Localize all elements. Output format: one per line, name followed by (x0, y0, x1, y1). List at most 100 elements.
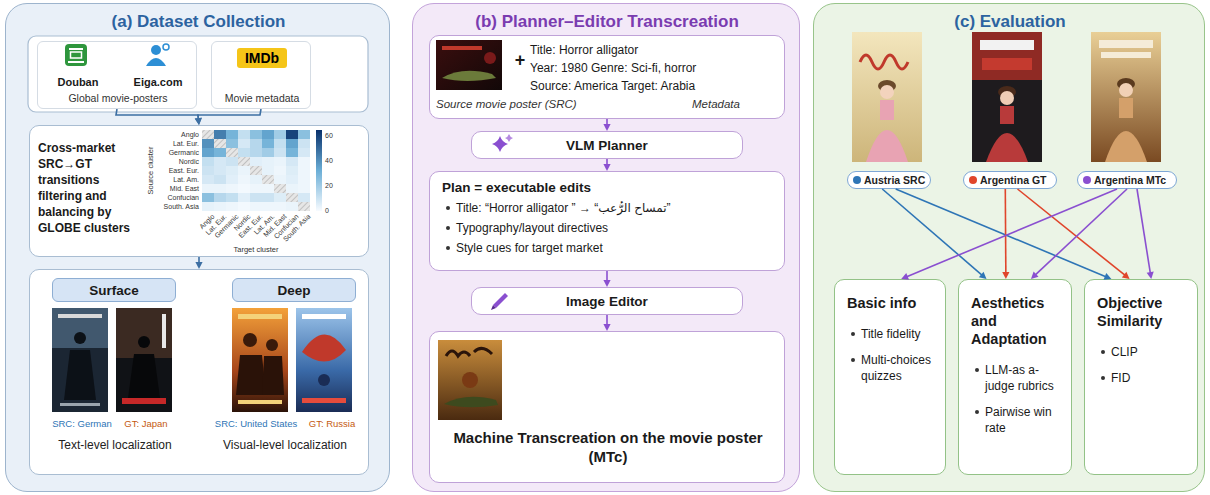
heatmap (250, 148, 262, 157)
connector-line (606, 315, 608, 325)
heatmap (286, 193, 298, 202)
node-text: Pairwise win rate (985, 404, 1061, 436)
axis-tick: Anglo (156, 130, 199, 139)
heatmap (286, 175, 298, 184)
heatmap (262, 184, 274, 193)
arrow-head (603, 324, 610, 331)
axis-tick: East. Eur. (156, 166, 199, 175)
connector-line (1004, 189, 1006, 273)
node-text: (b) Planner–Editor Transcreation (413, 11, 801, 33)
heatmap (250, 130, 262, 139)
node-text: Movie metadata (212, 92, 312, 104)
connector (1018, 189, 1130, 279)
heatmap (202, 175, 214, 184)
node-text: Multi-choices quizzes (861, 352, 935, 384)
heatmap (238, 139, 250, 148)
node-text: Title: “Horror alligator ” → “تمساح الرُ… (456, 200, 772, 216)
node-text: Surface (89, 283, 139, 298)
poster-german (52, 308, 108, 348)
heatmap (226, 175, 238, 184)
connector (603, 159, 610, 171)
poster-german (74, 332, 86, 344)
heatmap (250, 157, 262, 166)
axis-tick: Lat. Eur. (156, 139, 199, 148)
node-text: Eiga.com (118, 76, 198, 88)
connector-line (1035, 189, 1127, 275)
poster-argentina (980, 40, 1034, 50)
node-text: Objective Similarity (1097, 294, 1187, 330)
poster-german (52, 308, 108, 412)
plan-box: Plan = executable editsTitle: “Horror al… (429, 171, 785, 271)
heatmap (202, 130, 310, 211)
heatmap (262, 139, 274, 148)
process-box: Image Editor (471, 287, 743, 315)
poster-argentina (972, 32, 1042, 162)
heatmap (238, 130, 250, 139)
heatmap (274, 202, 286, 211)
poster-austria (880, 100, 894, 120)
poster-mtc (438, 340, 502, 420)
poster-tag: Argentina GT (963, 171, 1057, 189)
poster-mtc-eval (1091, 32, 1161, 162)
node-text: (c) Evaluation (814, 11, 1206, 33)
node-text: Austria SRC (864, 174, 925, 186)
node-text: FID (1111, 370, 1187, 386)
axis-tick: Lat. Am. (156, 175, 199, 184)
heatmap (262, 148, 274, 157)
heatmap (238, 166, 250, 175)
heatmap (286, 139, 298, 148)
process-box: VLM Planner (471, 131, 743, 159)
source-group: DoubanEiga.comGlobal movie-posters (37, 41, 197, 109)
arrow-head (195, 118, 202, 125)
poster-german (58, 314, 102, 318)
poster-us (266, 339, 278, 351)
heatmap (238, 184, 250, 193)
heatmap (274, 193, 286, 202)
connector (1137, 189, 1154, 279)
heatmap (214, 193, 226, 202)
pencil-icon (491, 305, 496, 310)
poster-mtc (444, 397, 498, 407)
douban-logo (68, 61, 84, 63)
sparkle-icon (492, 136, 508, 152)
poster-german (60, 403, 100, 406)
poster-austria (852, 32, 922, 162)
poster-source (436, 40, 502, 90)
poster-us (238, 400, 282, 404)
sparkle-icon (492, 134, 513, 152)
poster-us (238, 314, 282, 319)
poster-japan (116, 308, 172, 358)
connector (195, 109, 261, 125)
axis-title: Target cluster (216, 245, 296, 254)
sparkle-icon (505, 134, 513, 142)
connector-line (882, 189, 982, 275)
node-text: Global movie-posters (38, 92, 198, 104)
heatmap (214, 130, 226, 139)
heatmap (274, 175, 286, 184)
heatmap (274, 166, 286, 175)
poster-russia (296, 308, 352, 412)
connector-line (896, 189, 1106, 277)
node-text: Title fidelity (861, 326, 935, 342)
arrow-head (1122, 272, 1130, 279)
poster-japan (116, 308, 172, 412)
eiga-logo (163, 44, 169, 50)
heatmap (286, 166, 298, 175)
arrow-head (195, 262, 202, 269)
heatmap (250, 175, 262, 184)
heatmap (202, 166, 214, 175)
connector-line (606, 271, 608, 281)
connector-line (198, 109, 261, 120)
metric-box: Objective SimilarityCLIPFID (1084, 279, 1198, 475)
heatmap (202, 139, 214, 148)
node-text: (a) Dataset Collection (6, 11, 391, 33)
heatmap (262, 193, 274, 202)
arrow-head (979, 272, 987, 279)
heatmap (226, 139, 238, 148)
colorbar-tick: 20 (325, 181, 341, 190)
heatmap (298, 175, 310, 184)
node-text: Plan = executable edits (442, 180, 772, 195)
axis-title: Source cluster (146, 140, 155, 200)
connector (1031, 189, 1127, 279)
arrow-head (1147, 272, 1154, 279)
